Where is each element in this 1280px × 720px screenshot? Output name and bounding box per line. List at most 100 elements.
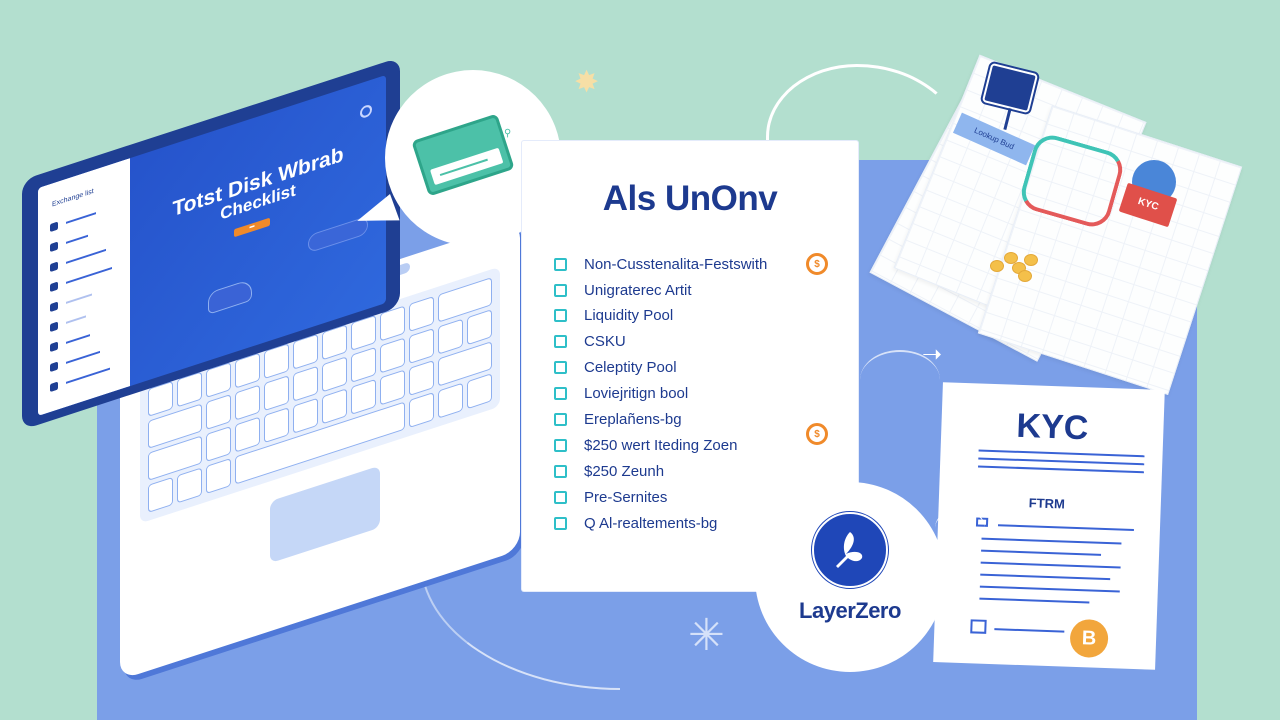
- key: [264, 375, 289, 412]
- sparkle-star-icon: ✸: [574, 66, 600, 99]
- key: [438, 382, 463, 419]
- sidebar-line: [66, 350, 100, 364]
- key: [293, 397, 318, 434]
- key: [380, 337, 405, 374]
- key: [351, 378, 376, 415]
- checkbox[interactable]: [554, 334, 567, 348]
- key: [409, 295, 434, 333]
- key: [148, 476, 173, 513]
- checklist-item[interactable]: $250 Zeunh: [554, 460, 664, 482]
- sidebar-icon: [50, 261, 58, 273]
- key: [293, 365, 318, 402]
- screen-cta-badge: ▬: [234, 217, 270, 238]
- checkbox[interactable]: [554, 308, 567, 322]
- checklist-item-label: Ereplañens-bg: [584, 410, 682, 428]
- key: [467, 373, 492, 410]
- sidebar-line: [66, 234, 88, 244]
- decorative-arrow-arc: [860, 350, 940, 410]
- coin-badge-icon: $: [806, 423, 828, 445]
- checkbox[interactable]: [554, 464, 567, 478]
- layerzero-logo-icon: [811, 511, 889, 589]
- form-checkbox: [970, 619, 987, 634]
- checklist-item[interactable]: Pre-Sernites: [554, 486, 667, 508]
- checklist-item[interactable]: $250 wert Iteding Zoen: [554, 434, 737, 456]
- connector-arc: [935, 508, 985, 548]
- checkbox[interactable]: [554, 257, 567, 271]
- checkbox[interactable]: [554, 490, 567, 504]
- checklist-item-label: CSKU: [584, 332, 626, 350]
- sidebar-icon: [50, 241, 58, 253]
- checklist-item-label: $250 Zeunh: [584, 462, 665, 480]
- checklist-item-label: $250 wert Iteding Zoen: [584, 436, 738, 454]
- coin: [1024, 254, 1038, 266]
- form-line: [980, 561, 1121, 569]
- key: [322, 356, 347, 393]
- key: [380, 369, 405, 406]
- car-icon: [208, 278, 252, 315]
- form-line: [978, 457, 1145, 466]
- sidebar-line: [66, 293, 92, 304]
- form-line: [979, 585, 1120, 593]
- key: [206, 425, 231, 463]
- checklist-item-label: Pre-Sernites: [584, 488, 668, 506]
- key: [264, 407, 289, 444]
- key: [409, 327, 434, 365]
- checklist-item[interactable]: Liquidity Pool: [554, 304, 673, 326]
- checkbox[interactable]: [554, 412, 567, 426]
- form-line: [980, 573, 1111, 581]
- sidebar-title: Exchange list: [52, 187, 94, 209]
- checklist-item[interactable]: Celeptity Pool: [554, 356, 677, 378]
- checklist-item[interactable]: Ereplañens-bg: [554, 408, 682, 430]
- form-line: [978, 449, 1145, 458]
- checklist-item-label: Non-Cusstenalita-Festswith: [584, 255, 768, 273]
- checklist-item[interactable]: Non-Cusstenalita-Festswith: [554, 253, 767, 275]
- checklist-item-label: Loviejritign bool: [584, 384, 689, 402]
- sidebar-icon: [50, 361, 58, 373]
- key-icon: ⚲: [504, 128, 512, 139]
- form-line: [994, 628, 1065, 633]
- kyc-form-title: KYC: [1015, 406, 1089, 448]
- laptop-trackpad: [270, 465, 380, 564]
- sidebar-line: [66, 212, 96, 224]
- sidebar-line: [66, 266, 112, 284]
- sidebar-icon: [50, 221, 58, 233]
- checklist-title: Als UnOnv: [602, 179, 778, 218]
- key: [467, 309, 492, 346]
- checkbox[interactable]: [554, 360, 567, 374]
- checklist-item[interactable]: Unigraterec Artit: [554, 279, 692, 301]
- checklist-item[interactable]: CSKU: [554, 330, 626, 352]
- sidebar-icon: [50, 301, 58, 313]
- key: [409, 359, 434, 397]
- checklist-item-label: Unigraterec Artit: [584, 281, 692, 299]
- sidebar-line: [66, 248, 106, 264]
- arrow-right-icon: ➝: [922, 341, 943, 368]
- coin: [1004, 252, 1018, 264]
- key: [235, 416, 260, 453]
- checkbox[interactable]: [554, 386, 567, 400]
- checkbox[interactable]: [554, 438, 567, 452]
- key: [438, 318, 463, 355]
- form-line: [979, 597, 1090, 604]
- sidebar-line: [66, 315, 86, 324]
- layerzero-badge: LayerZero: [755, 482, 945, 672]
- key: [235, 384, 260, 421]
- key: [206, 457, 231, 495]
- key: [409, 391, 434, 429]
- sidebar-icon: [50, 381, 58, 393]
- checklist-item-label: Liquidity Pool: [584, 306, 674, 324]
- sidebar-icon: [50, 341, 58, 353]
- checkbox[interactable]: [554, 283, 567, 297]
- kyc-form-subtitle: FTRM: [1028, 495, 1066, 512]
- coin: [1018, 270, 1032, 282]
- key: [351, 346, 376, 383]
- checklist-item[interactable]: Loviejritign bool: [554, 382, 688, 404]
- key: [177, 467, 202, 504]
- screen-settings-icon: [360, 103, 372, 120]
- checklist-item[interactable]: Q Al-realtements-bg: [554, 512, 717, 534]
- sidebar-icon: [50, 281, 58, 293]
- leaf-icon: [836, 532, 863, 568]
- checklist-item-label: Q Al-realtements-bg: [584, 514, 718, 532]
- checkbox[interactable]: [554, 516, 567, 530]
- coin: [990, 260, 1004, 272]
- checklist-item-label: Celeptity Pool: [584, 358, 677, 376]
